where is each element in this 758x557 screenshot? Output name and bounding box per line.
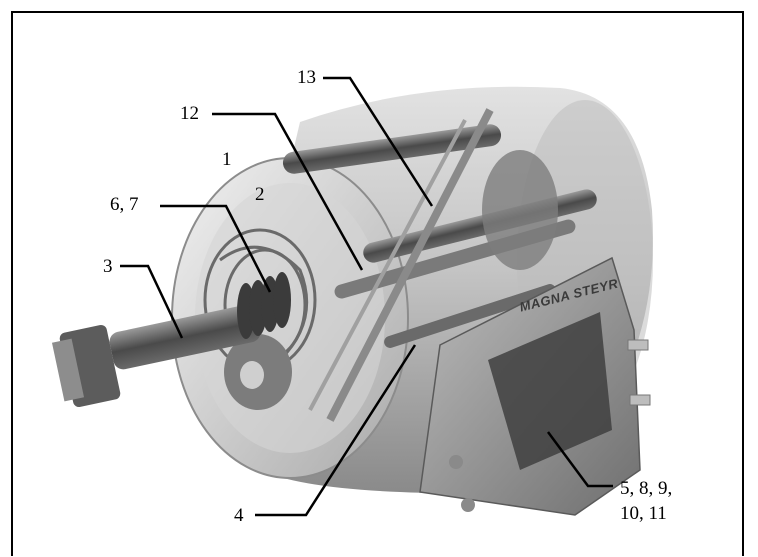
label-4: 4 [234, 505, 244, 526]
label-12: 12 [180, 103, 199, 124]
label-2: 2 [255, 184, 265, 205]
label-3: 3 [103, 256, 113, 277]
mounting-bracket [419, 256, 651, 516]
label-13: 13 [297, 67, 316, 88]
internal-rods [282, 108, 597, 422]
label-5-8-9: 5, 8, 9, [620, 478, 673, 499]
leader-lines [120, 76, 613, 517]
label-6-7: 6, 7 [110, 194, 139, 215]
label-10-11: 10, 11 [620, 503, 667, 524]
label-1: 1 [222, 149, 232, 170]
valve-stem [51, 272, 291, 408]
